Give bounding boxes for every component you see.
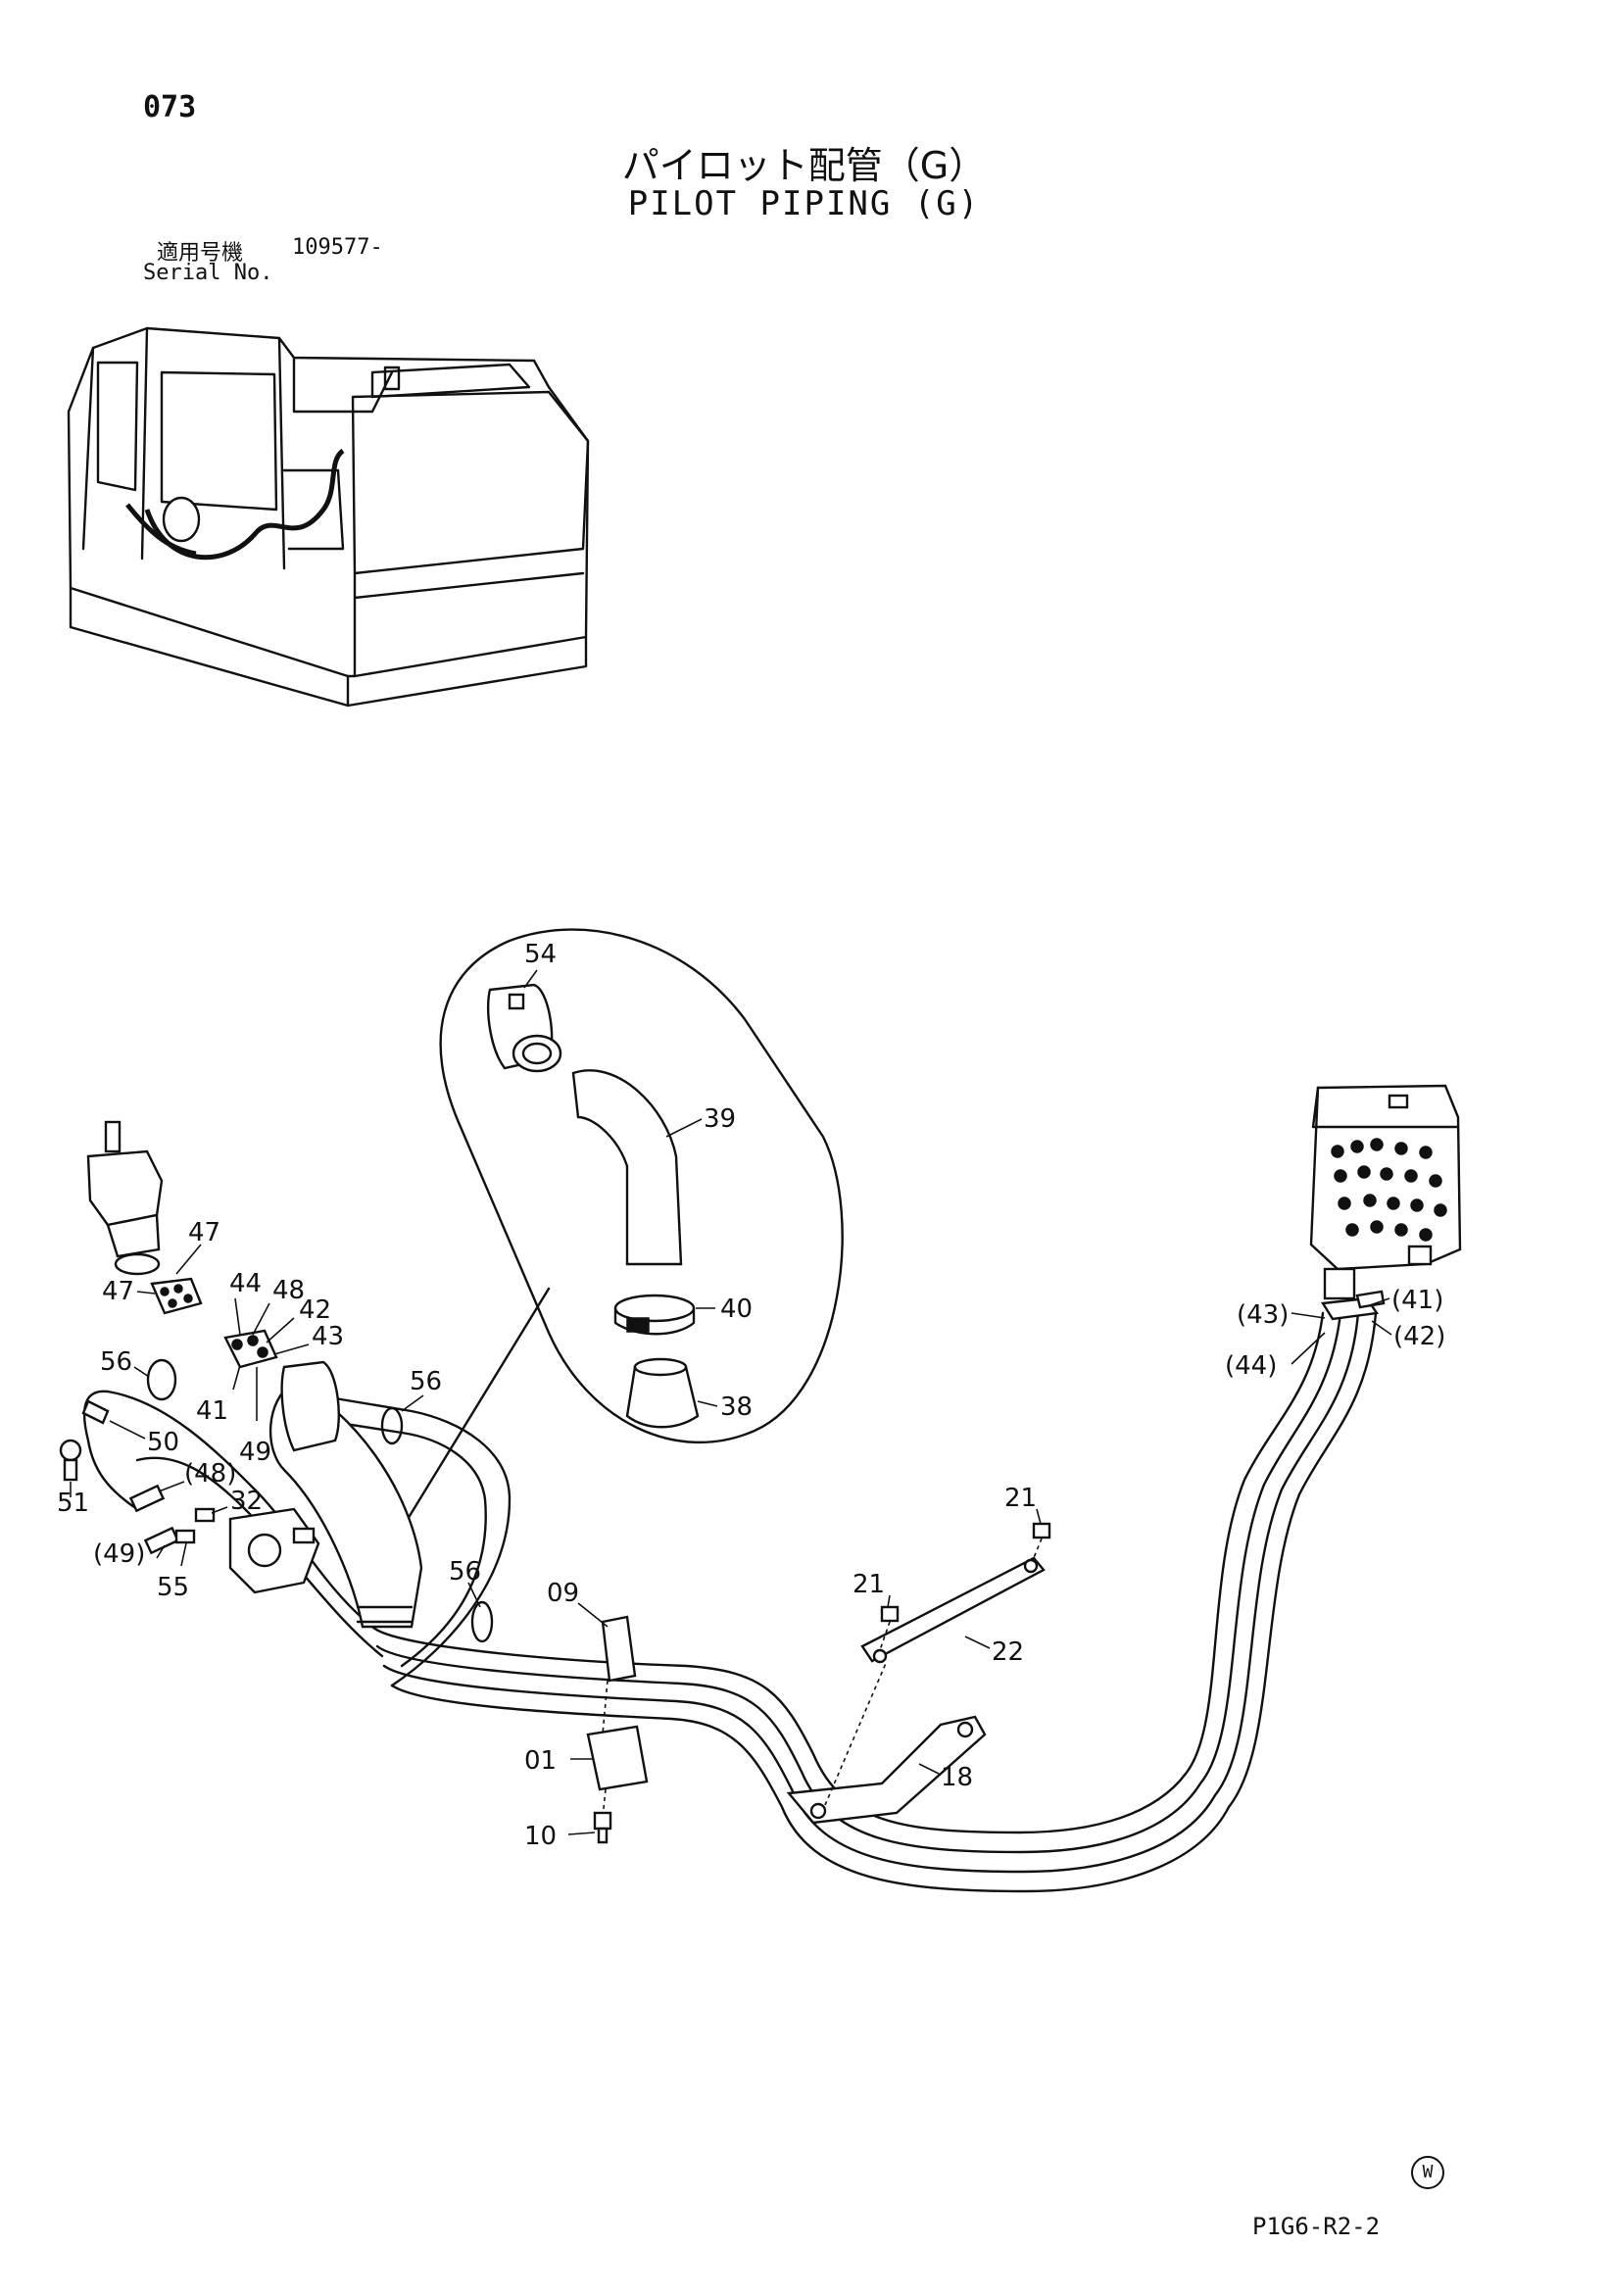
callout-47-lower: 47 [102,1277,134,1306]
watermark-badge: W [1411,2156,1444,2189]
callout-43-paren: (43) [1237,1300,1289,1330]
callout-56-left: 56 [100,1347,132,1377]
callout-49-paren: (49) [93,1539,145,1569]
page-title-english: PILOT PIPING (G) [627,184,981,223]
callout-56-upper: 56 [410,1367,442,1396]
callout-10: 10 [524,1822,557,1851]
callout-49: 49 [239,1438,271,1467]
pilot-components-left [59,1120,320,1594]
serial-label-english: Serial No. [143,261,273,285]
callout-09: 09 [547,1579,579,1608]
callout-56-lower: 56 [449,1557,481,1587]
leader-lines [70,969,1392,1835]
callout-50: 50 [147,1428,179,1457]
callout-21-left: 21 [853,1570,885,1599]
hose-bundle [82,1311,1378,1893]
machine-overview-sketch [67,326,590,708]
bracket-09-assembly [586,1615,649,1844]
callout-01: 01 [524,1746,557,1776]
callout-41-paren: (41) [1391,1286,1443,1315]
callout-43: 43 [312,1322,344,1351]
callout-51: 51 [57,1489,89,1518]
document-code: P1G6-R2-2 [1252,2213,1381,2240]
plate-22-assembly [860,1522,1051,1664]
pilot-valve-block [1309,1084,1462,1321]
page-number: 073 [143,90,197,124]
callout-18: 18 [941,1763,973,1792]
callout-47-upper: 47 [188,1218,220,1247]
callout-44: 44 [229,1269,262,1298]
support-18 [786,1660,987,1825]
callout-21-right: 21 [1004,1484,1037,1513]
clamp-56-upper [380,1406,404,1445]
detail-bubble [400,928,844,1531]
callout-39: 39 [704,1104,736,1134]
callout-32: 32 [230,1487,263,1516]
callout-42-paren: (42) [1393,1322,1445,1351]
callout-38: 38 [720,1392,753,1422]
callout-44-paren: (44) [1225,1351,1277,1381]
serial-number-value: 109577- [292,235,383,260]
callout-41: 41 [196,1396,228,1426]
callout-54: 54 [524,940,557,969]
clamp-56-lower [470,1600,494,1643]
callout-42: 42 [299,1295,331,1325]
callout-22: 22 [992,1637,1024,1667]
callout-40: 40 [720,1295,753,1324]
callout-48-paren: (48) [184,1459,236,1489]
serial-label-japanese: 適用号機 [157,241,244,266]
callout-labels: 54 39 40 38 47 47 44 48 42 43 56 56 56 4… [57,940,1445,1851]
callout-48: 48 [272,1276,305,1305]
page-title-japanese: パイロット配管（G） [621,144,987,187]
callout-55: 55 [157,1573,189,1602]
